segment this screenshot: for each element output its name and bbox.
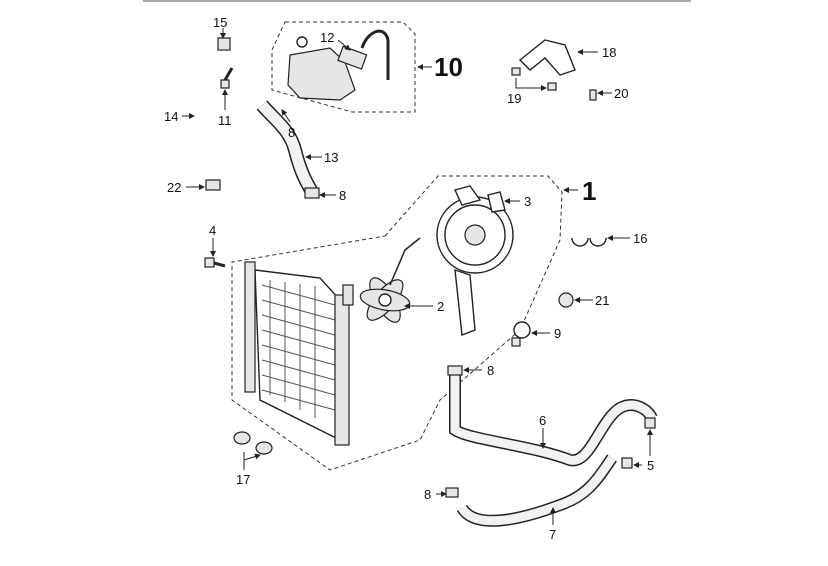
hose-6 [447, 365, 658, 469]
bracket-18 [511, 39, 597, 101]
callout-2: 2 [437, 299, 444, 314]
bolt-4 [204, 257, 226, 268]
group-10-outline [271, 21, 416, 113]
callout-12: 12 [320, 30, 334, 45]
callout-18: 18 [602, 45, 616, 60]
callout-8: 8 [487, 363, 494, 378]
clamp-15 [217, 37, 231, 51]
clamp-9 [511, 321, 531, 347]
expansion-tank [287, 29, 390, 101]
callout-1: 1 [582, 176, 596, 206]
callout-20: 20 [614, 86, 628, 101]
callout-17: 17 [236, 472, 250, 487]
callout-16: 16 [633, 231, 647, 246]
hose-7 [445, 454, 617, 527]
fan-shroud-3 [436, 185, 514, 336]
callout-3: 3 [524, 194, 531, 209]
hose-13 [256, 100, 320, 199]
radiator-right-tank [334, 294, 350, 446]
callout-9: 9 [554, 326, 561, 341]
callout-5: 5 [647, 458, 654, 473]
bolt-11 [220, 67, 234, 89]
callout-4: 4 [209, 223, 216, 238]
callout-8: 8 [424, 487, 431, 502]
callout-6: 6 [539, 413, 546, 428]
clips-16 [571, 237, 607, 247]
callout-21: 21 [595, 293, 609, 308]
group-1-outline [231, 175, 563, 471]
grommets-17 [233, 431, 273, 455]
leader-lines [182, 28, 653, 525]
callout-14: 14 [164, 109, 178, 124]
callout-10: 10 [434, 52, 463, 82]
callout-7: 7 [549, 527, 556, 542]
callout-22: 22 [167, 180, 181, 195]
callout-8: 8 [339, 188, 346, 203]
clamp-22 [205, 179, 221, 191]
cap-12 [337, 45, 368, 70]
grommet-21 [558, 292, 574, 308]
fan-blade-2 [359, 237, 421, 323]
callout-11: 11 [218, 113, 232, 128]
callout-8: 8 [288, 125, 295, 140]
radiator-left-tank [244, 261, 256, 393]
callout-19: 19 [507, 91, 521, 106]
callout-15: 15 [213, 15, 227, 30]
radiator [244, 261, 354, 446]
hose-14 [184, 37, 231, 191]
top-divider [143, 0, 691, 2]
callout-13: 13 [324, 150, 338, 165]
